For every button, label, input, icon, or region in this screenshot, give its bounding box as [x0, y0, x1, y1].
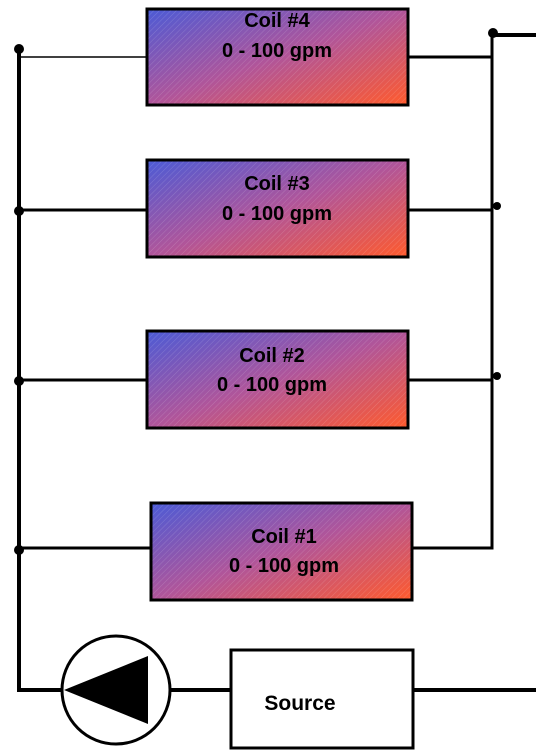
- coil-1-flow: 0 - 100 gpm: [229, 555, 339, 577]
- junction-node: [493, 202, 501, 210]
- coil-1-name: Coil #1: [251, 526, 317, 548]
- coil-4-flow: 0 - 100 gpm: [222, 40, 332, 62]
- coil-1: Coil #1 0 - 100 gpm: [149, 501, 414, 602]
- coil-3-hatch: [148, 161, 407, 256]
- coil-2-flow: 0 - 100 gpm: [217, 374, 327, 396]
- source-block: Source: [229, 648, 415, 750]
- coil-4-name: Coil #4: [244, 10, 310, 32]
- pump-arrow: [64, 656, 148, 724]
- junction-node: [14, 545, 24, 555]
- junction-node: [14, 376, 24, 386]
- coil-3: Coil #3 0 - 100 gpm: [145, 158, 410, 259]
- source-label: Source: [264, 692, 335, 715]
- junction-node: [493, 372, 501, 380]
- junction-node: [14, 206, 24, 216]
- coil-1-hatch: [152, 504, 411, 599]
- coil-3-name: Coil #3: [244, 173, 310, 195]
- coil-2: Coil #2 0 - 100 gpm: [145, 329, 410, 430]
- coil-4: Coil #4 0 - 100 gpm: [145, 7, 410, 107]
- coil-3-flow: 0 - 100 gpm: [222, 203, 332, 225]
- source-box: [229, 648, 415, 750]
- coil-2-name: Coil #2: [239, 345, 305, 367]
- coil-2-hatch: [148, 332, 407, 427]
- pump-icon: [60, 634, 172, 746]
- junction-node: [14, 44, 24, 54]
- coil-4-hatch: [148, 10, 407, 104]
- junction-node: [488, 28, 498, 38]
